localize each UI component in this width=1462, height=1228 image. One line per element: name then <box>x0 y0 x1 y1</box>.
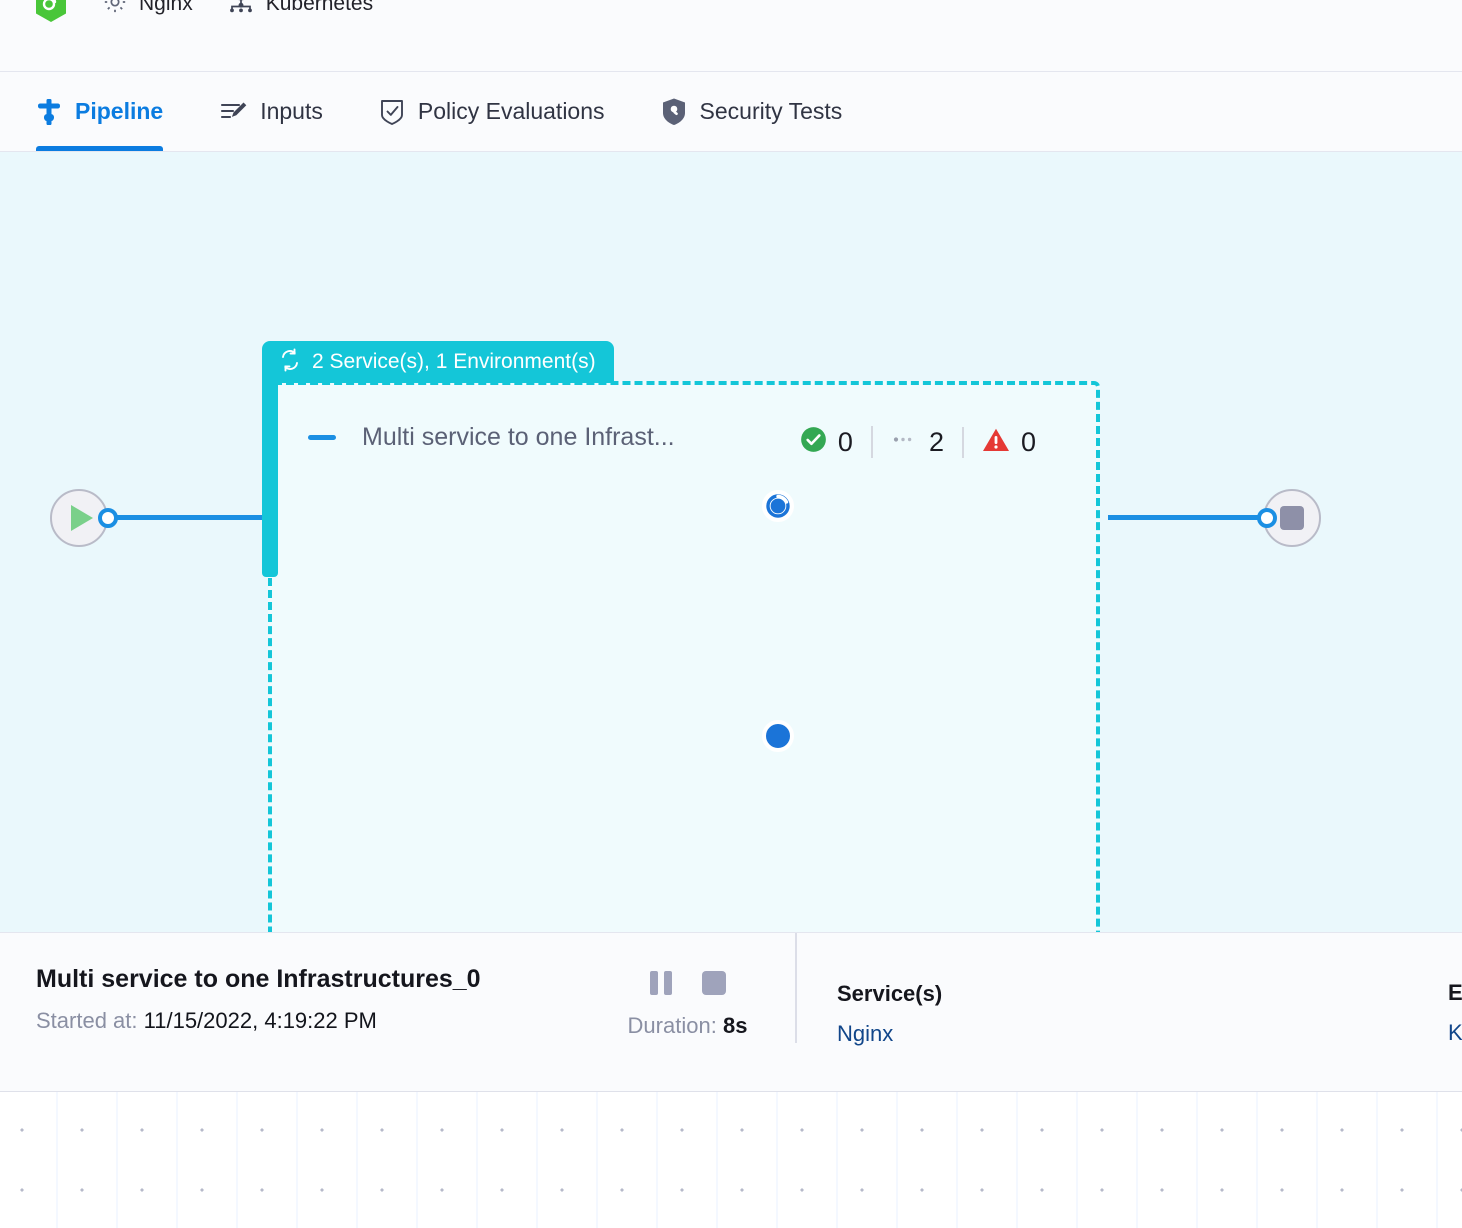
collapse-toggle-icon[interactable] <box>308 435 336 440</box>
security-shield-icon <box>661 97 687 127</box>
environments-heading: Envi <box>1448 980 1462 1005</box>
status-pending[interactable]: 2 <box>870 426 962 458</box>
pending-dots-icon <box>891 426 918 458</box>
group-header-tab[interactable]: 2 Service(s), 1 Environment(s) <box>262 341 614 383</box>
pipeline-icon <box>36 97 62 127</box>
execution-detail-panel: Multi service to one Infrastructures_0 S… <box>0 932 1462 1092</box>
execution-title: Multi service to one Infrastructures_0 <box>36 965 481 993</box>
tab-policy-evaluations-label: Policy Evaluations <box>417 98 605 124</box>
services-value-link[interactable]: Nginx <box>837 1021 894 1046</box>
execution-controls: Duration: 8s <box>580 933 795 1039</box>
pipeline-canvas[interactable]: 2 Service(s), 1 Environment(s) Multi ser… <box>0 152 1462 932</box>
edge-group-to-end <box>1108 515 1263 520</box>
inputs-icon <box>219 98 247 126</box>
duration-value: 8s <box>722 1013 748 1038</box>
environments-value-link[interactable]: Kub <box>1448 1020 1462 1045</box>
chip-row: Nginx Kubernetes <box>34 0 373 26</box>
error-warning-icon <box>982 427 1010 458</box>
tab-policy-evaluations[interactable]: Policy Evaluations <box>379 72 633 151</box>
background-dot-grid <box>0 1092 1462 1228</box>
status-success-count: 0 <box>837 426 853 457</box>
execution-started: Started at: 11/15/2022, 4:19:22 PM <box>36 1008 580 1034</box>
entity-chips-strip: Nginx Kubernetes <box>0 0 1462 72</box>
start-node-port[interactable] <box>98 508 118 528</box>
control-buttons <box>580 969 795 997</box>
tab-inputs[interactable]: Inputs <box>219 72 351 151</box>
loop-repeat-icon <box>278 348 302 377</box>
started-label: Started at: <box>36 1008 138 1033</box>
chip-kubernetes-label: Kubernetes <box>265 0 374 15</box>
running-spinner-badge <box>762 490 794 522</box>
status-error[interactable]: 0 <box>961 426 1036 458</box>
detail-left: Multi service to one Infrastructures_0 S… <box>0 933 580 1034</box>
stage-status-summary: 0 2 <box>800 423 1036 461</box>
services-heading: Service(s) <box>837 981 943 1006</box>
chip-nginx-label: Nginx <box>139 0 193 15</box>
services-column: Service(s) Nginx <box>795 933 943 1046</box>
status-error-count: 0 <box>1020 426 1036 457</box>
pipeline-tabbar: Pipeline Inputs Policy Evaluations <box>0 72 1462 152</box>
status-success[interactable]: 0 <box>800 426 871 458</box>
chip-logo[interactable] <box>34 0 68 23</box>
tab-security-tests[interactable]: Security Tests <box>661 72 871 151</box>
status-pending-count: 2 <box>928 426 944 457</box>
stop-icon <box>1280 506 1304 530</box>
tab-inputs-label: Inputs <box>260 98 323 124</box>
stage-header: Multi service to one Infrast... 0 <box>308 423 1068 458</box>
policy-shield-check-icon <box>379 97 405 127</box>
tab-pipeline[interactable]: Pipeline <box>36 72 191 151</box>
pause-button[interactable] <box>649 971 672 995</box>
end-node-port[interactable] <box>1257 508 1277 528</box>
environments-column: Envi Kub <box>1408 932 1462 1045</box>
edge-start-to-group <box>112 515 264 520</box>
success-check-icon <box>800 426 827 458</box>
group-header-label: 2 Service(s), 1 Environment(s) <box>312 350 596 373</box>
group-container: Multi service to one Infrast... 0 <box>268 381 1100 932</box>
stage-title: Multi service to one Infrast... <box>362 423 675 451</box>
group-sidebar-bar <box>262 377 278 577</box>
duration-text: Duration: 8s <box>580 1013 795 1039</box>
started-value: 11/15/2022, 4:19:22 PM <box>143 1008 377 1033</box>
gear-icon <box>102 0 128 20</box>
stop-button[interactable] <box>701 971 726 995</box>
tab-security-tests-label: Security Tests <box>699 98 843 124</box>
duration-label: Duration: <box>627 1013 717 1038</box>
tab-pipeline-label: Pipeline <box>75 98 164 124</box>
infrastructure-icon <box>227 0 255 20</box>
play-icon <box>71 505 93 531</box>
chip-kubernetes[interactable]: Kubernetes <box>227 0 373 20</box>
queued-solid-badge <box>762 720 794 752</box>
harness-hex-green-logo-icon <box>34 0 68 23</box>
chip-nginx[interactable]: Nginx <box>102 0 193 20</box>
